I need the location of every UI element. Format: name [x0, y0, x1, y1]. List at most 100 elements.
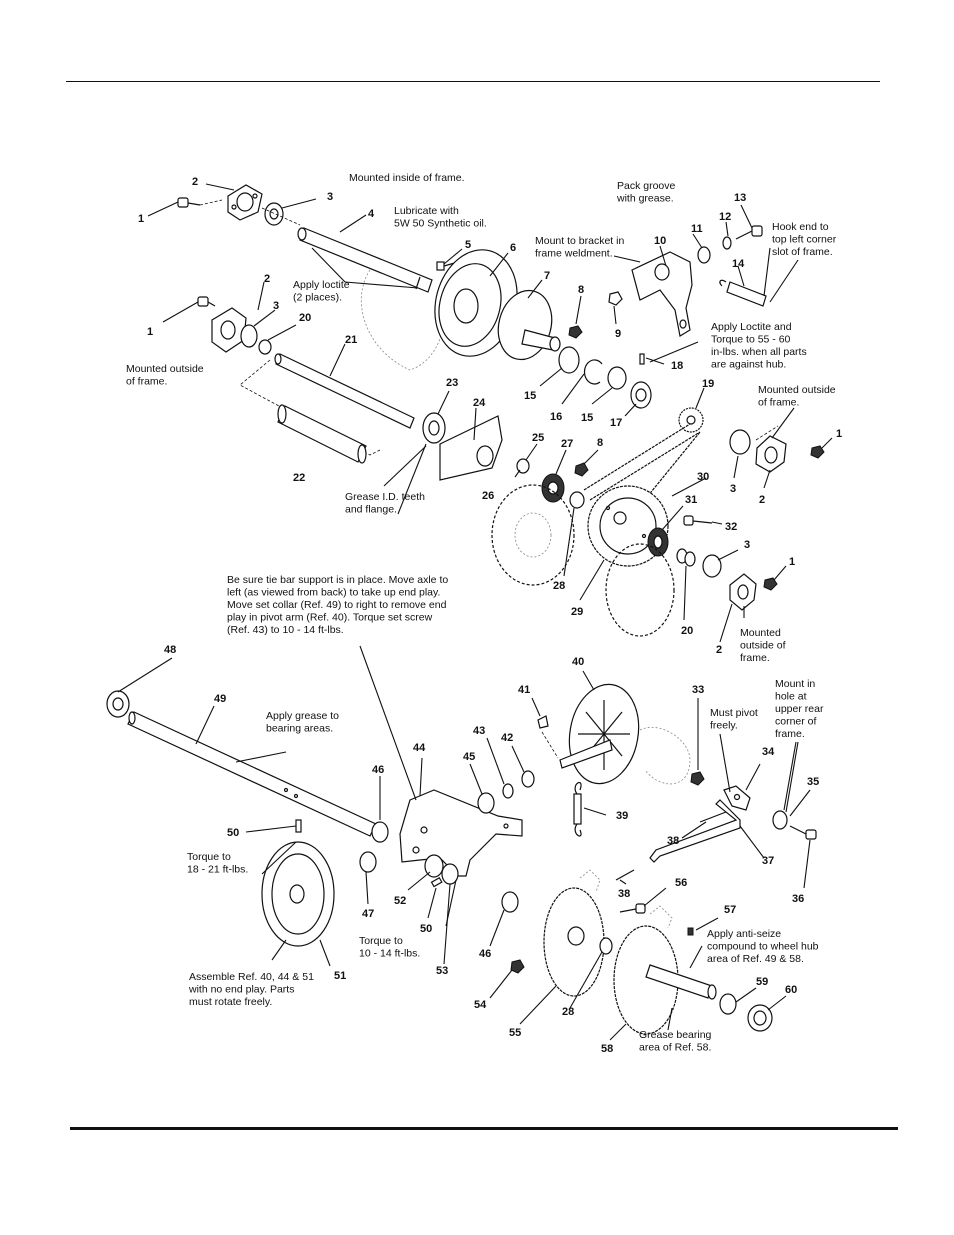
note-line: Apply anti-seize [707, 928, 781, 940]
note-line: Mounted [740, 627, 781, 639]
gear-large-right [605, 543, 675, 637]
note-line: Mounted outside [126, 363, 204, 375]
washer-12 [722, 236, 732, 250]
washer-42 [521, 770, 535, 788]
collar-46-right [501, 891, 519, 913]
pinion-27 [541, 473, 565, 503]
note-line: Torque to [187, 851, 231, 863]
nut-1-right [810, 445, 825, 459]
spring-39 [573, 781, 582, 837]
hub-7 [497, 289, 561, 361]
part-label: 44 [413, 742, 426, 754]
part-label: 1 [138, 213, 144, 225]
washer-25 [516, 458, 530, 474]
wheel-51 [261, 841, 335, 947]
pivot-bracket-44 [399, 789, 523, 877]
note-line: (Ref. 43) to 10 - 14 ft-lbs. [227, 624, 344, 636]
note-line: left (as viewed from back) to take up en… [227, 587, 440, 599]
part-label: 5 [465, 239, 471, 251]
note-line: Be sure tie bar support is in place. Mov… [227, 574, 448, 586]
note-line: Apply grease to [266, 710, 339, 722]
pulley-6 [434, 249, 518, 357]
pin-57 [687, 927, 694, 936]
bottom-assembly [106, 683, 817, 1035]
note-line: Move set collar (Ref. 49) to right to re… [227, 599, 447, 611]
part-label: 23 [446, 377, 458, 389]
note-line: Torque to [359, 935, 403, 947]
nut-8-mid [574, 462, 589, 477]
part-label: 51 [334, 970, 346, 982]
part-label: 37 [762, 855, 774, 867]
nut-1-bottom [763, 577, 778, 591]
note-line: Pack groove [617, 180, 676, 192]
part-label: 26 [482, 490, 494, 502]
part-label: 20 [299, 312, 311, 324]
note-line: 18 - 21 ft-lbs. [187, 864, 248, 876]
footer-rule [70, 1127, 898, 1130]
note-line: area of Ref. 49 & 58. [707, 953, 804, 965]
part-label: 34 [762, 746, 775, 758]
note-line: frame weldment. [535, 248, 613, 260]
gear-hub-23 [422, 412, 446, 444]
part-label: 17 [610, 417, 622, 429]
washer-20-bottom [676, 548, 696, 567]
part-label: 42 [501, 732, 513, 744]
nut-54 [510, 959, 525, 974]
roller-22 [277, 404, 367, 464]
washer-52 [424, 854, 444, 878]
note-line: with grease. [616, 193, 674, 205]
part-label: 56 [675, 877, 687, 889]
link-34 [723, 785, 751, 811]
bracket-10 [631, 251, 693, 337]
axle-49 [127, 711, 377, 837]
spacer-28-bottom [599, 937, 613, 955]
part-label: 2 [759, 494, 765, 506]
note-line: in-lbs. when all parts [711, 346, 807, 358]
bolt-1-left [197, 296, 216, 307]
part-label: 30 [697, 471, 709, 483]
bearing-3-left [240, 324, 258, 348]
part-label: 49 [214, 693, 226, 705]
part-label: 10 [654, 235, 666, 247]
part-label: 41 [518, 684, 530, 696]
collar-11 [697, 246, 711, 264]
part-label: 31 [685, 494, 697, 506]
part-label: 46 [372, 764, 384, 776]
part-label: 24 [473, 397, 486, 409]
note-n-tiebar: Be sure tie bar support is in place. Mov… [227, 574, 448, 636]
spacer-47 [359, 851, 377, 873]
note-n-inside: Mounted inside of frame. [349, 172, 465, 184]
part-label: 29 [571, 606, 583, 618]
washer-59 [719, 993, 737, 1015]
note-line: Mounted inside of frame. [349, 172, 465, 184]
part-label: 54 [474, 999, 487, 1011]
nut-9 [608, 291, 623, 306]
part-label: 3 [730, 483, 736, 495]
note-line: are against hub. [711, 359, 786, 371]
note-line: freely. [710, 720, 738, 732]
pinion-31 [647, 527, 669, 557]
pin-18 [639, 353, 645, 365]
plate-24 [439, 415, 503, 481]
note-line: hole at [775, 691, 807, 703]
part-label: 11 [691, 223, 703, 235]
part-label: 3 [273, 300, 279, 312]
bearing-45 [477, 792, 495, 814]
note-line: area of Ref. 58. [639, 1042, 711, 1054]
part-label: 3 [744, 539, 750, 551]
hex-nut-60 [747, 1004, 773, 1032]
note-line: of frame. [126, 376, 167, 388]
flange-bearing-2-left [211, 307, 247, 353]
part-label: 9 [615, 328, 621, 340]
note-line: bearing areas. [266, 723, 333, 735]
part-label: 36 [792, 893, 804, 905]
